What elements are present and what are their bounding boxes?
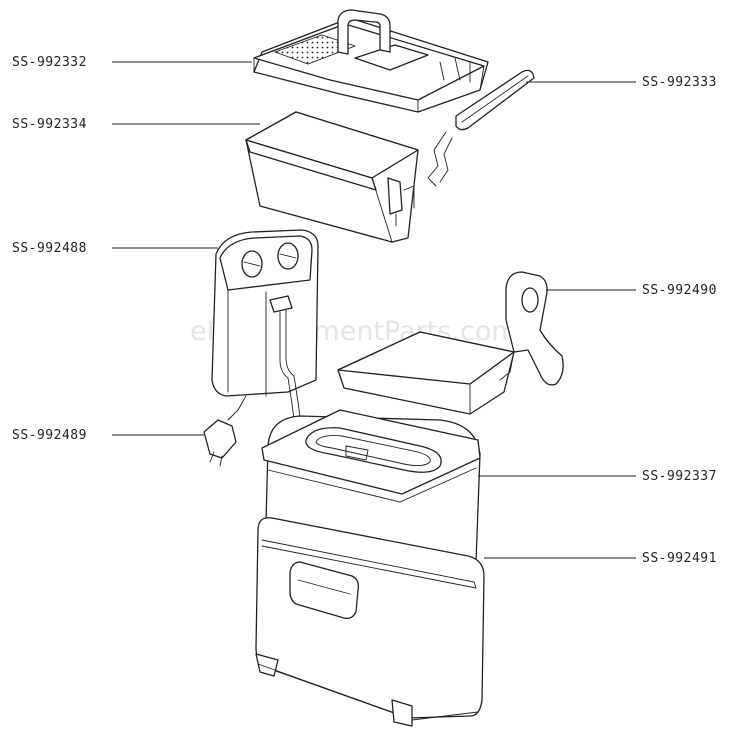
callout-label-lid-handle: SS-992333 bbox=[642, 75, 717, 90]
callout-label-power-cord: SS-992489 bbox=[12, 428, 87, 443]
callout-housing: SS-992491 bbox=[484, 551, 717, 566]
callout-lid: SS-992332 bbox=[12, 55, 252, 70]
callout-lid-handle: SS-992333 bbox=[526, 75, 717, 90]
callout-oil-tank: SS-992337 bbox=[478, 469, 717, 484]
callout-power-cord: SS-992489 bbox=[12, 428, 204, 443]
callout-label-control-box: SS-992488 bbox=[12, 241, 87, 256]
callout-basket: SS-992334 bbox=[12, 117, 260, 132]
callout-label-filter-holder: SS-992490 bbox=[642, 283, 717, 298]
callout-label-lid: SS-992332 bbox=[12, 55, 87, 70]
lid-part bbox=[253, 9, 489, 113]
callout-label-housing: SS-992491 bbox=[642, 551, 717, 566]
callout-label-basket: SS-992334 bbox=[12, 117, 87, 132]
callout-control-box: SS-992488 bbox=[12, 241, 218, 256]
lid-handle-part bbox=[427, 69, 535, 187]
power-cord-part bbox=[203, 395, 247, 467]
callout-label-oil-tank: SS-992337 bbox=[642, 469, 717, 484]
callout-filter-holder: SS-992490 bbox=[546, 283, 717, 298]
control-box-part bbox=[211, 229, 319, 435]
basket-part bbox=[245, 111, 419, 243]
housing-part bbox=[255, 517, 485, 727]
filter-holder-part bbox=[337, 271, 564, 415]
